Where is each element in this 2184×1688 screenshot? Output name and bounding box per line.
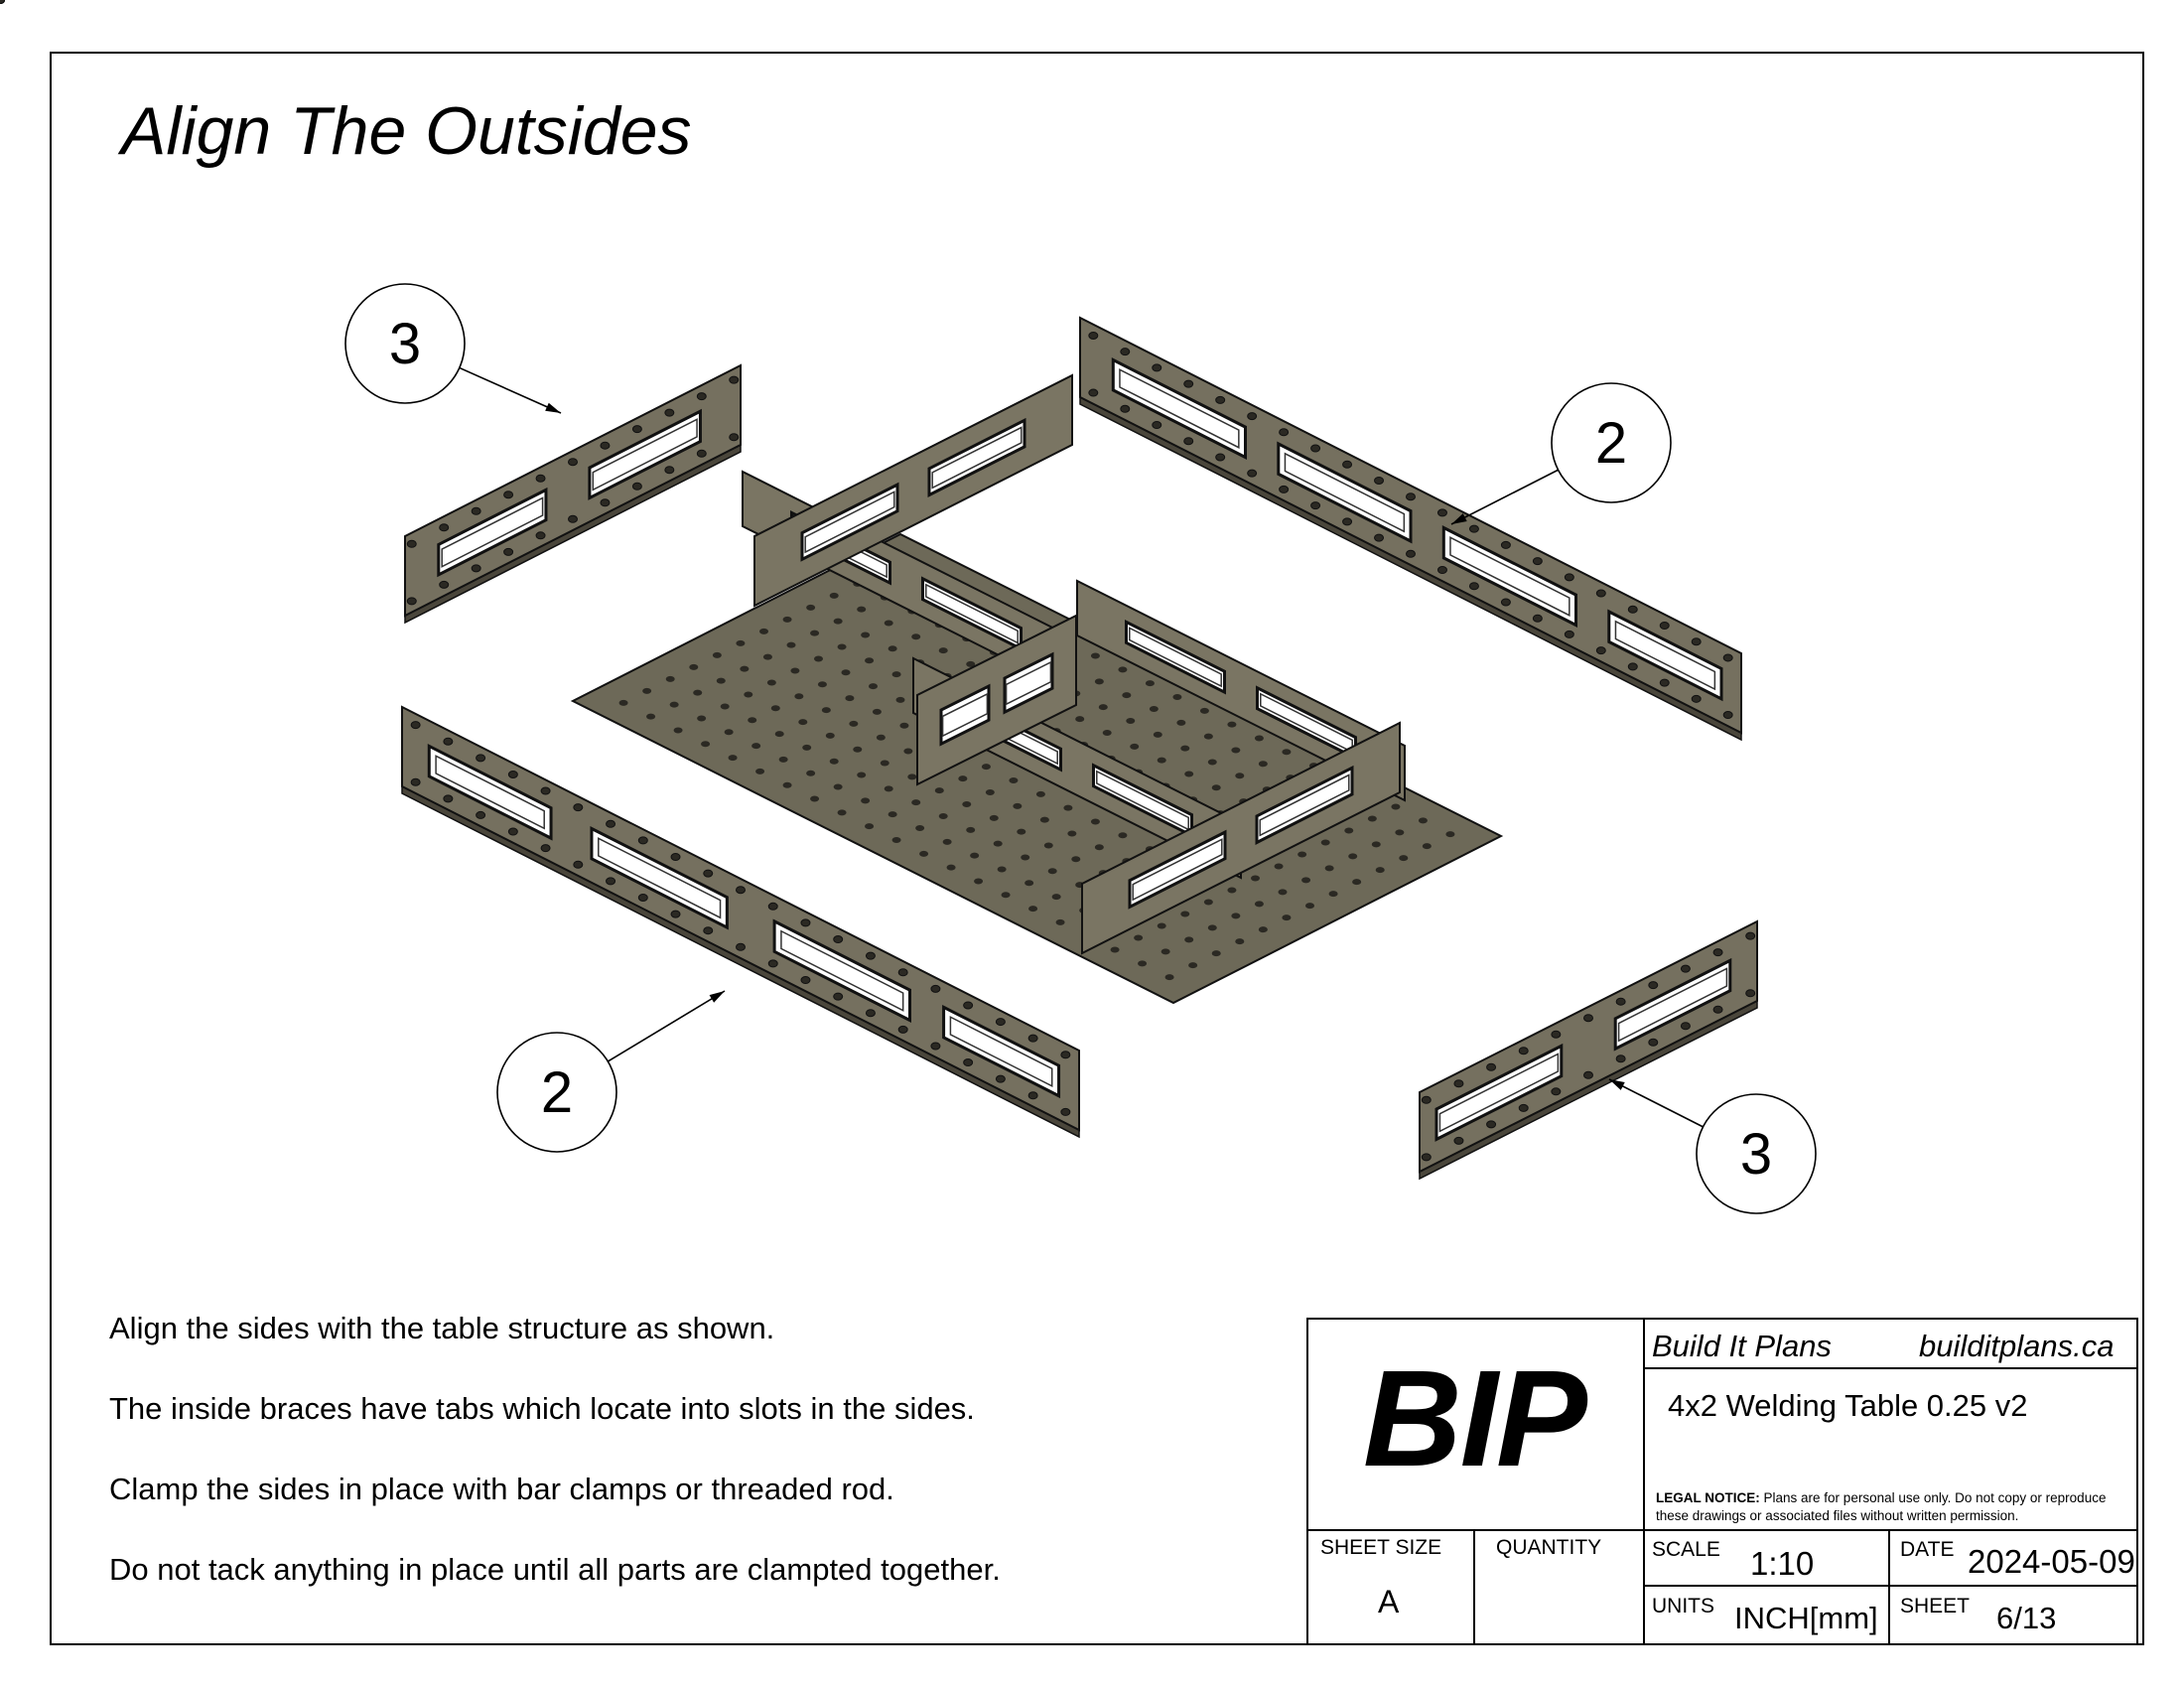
leader-arrowhead (545, 402, 561, 413)
website: builditplans.ca (1919, 1329, 2115, 1363)
inner-brace (0, 0, 1401, 955)
title-block-divider (1643, 1318, 1645, 1645)
balloon-circle (344, 283, 466, 404)
leader-line (1608, 1078, 1704, 1128)
legal-notice-label: LEGAL NOTICE: (1656, 1490, 1760, 1505)
side-plate-long-lower (401, 705, 1080, 1139)
note-1: Align the sides with the table structure… (109, 1311, 775, 1345)
balloon-number: 2 (541, 1060, 573, 1125)
quantity-label: QUANTITY (1496, 1536, 1602, 1559)
balloon-number: 3 (1740, 1122, 1772, 1187)
leader-arrowhead (1609, 1079, 1625, 1090)
note-2: The inside braces have tabs which locate… (109, 1391, 975, 1426)
title-block-divider (1306, 1529, 2138, 1531)
leader-line (607, 990, 726, 1062)
bip-logo: BIP (1362, 1342, 1587, 1495)
assembly-notes: Align the sides with the table structure… (109, 1311, 1001, 1632)
sheet-size-value: A (1378, 1584, 1400, 1619)
leader-arrowhead (709, 991, 725, 1003)
note-4: Do not tack anything in place until all … (109, 1552, 1001, 1587)
project-title: 4x2 Welding Table 0.25 v2 (1668, 1388, 2028, 1423)
leader-line (459, 366, 562, 414)
date-label: DATE (1900, 1538, 1955, 1561)
callout-balloon-side-long-upper: 2 (1450, 382, 1672, 525)
balloon-circle (1551, 382, 1672, 503)
leader-line (1450, 469, 1559, 525)
units-label: UNITS (1652, 1595, 1714, 1618)
inner-brace (0, 0, 1073, 608)
title-block-divider (1888, 1529, 1890, 1645)
legal-notice-text: Plans are for personal use only. Do not … (1656, 1490, 2107, 1524)
callout-balloon-side-short-lower: 3 (1608, 1078, 1817, 1214)
balloon-circle (1696, 1093, 1817, 1214)
sheet-size-label: SHEET SIZE (1320, 1536, 1442, 1559)
note-3: Clamp the sides in place with bar clamps… (109, 1472, 894, 1506)
side-plate-short-lower (1419, 919, 1758, 1181)
title-block (1306, 1318, 2138, 1645)
legal-notice: LEGAL NOTICE: Plans are for personal use… (1656, 1489, 2132, 1525)
drawing-border (50, 52, 2144, 1645)
title-block-divider (1473, 1529, 1475, 1645)
side-plate-short-upper (404, 363, 742, 625)
title-block-divider (1643, 1585, 2138, 1587)
company-name: Build It Plans (1652, 1329, 1832, 1363)
inner-brace (0, 0, 1071, 693)
date-value: 2024-05-09 (1968, 1543, 2135, 1580)
leader-arrowhead (1451, 513, 1467, 524)
title-block-divider (1643, 1367, 2138, 1369)
side-plate-long-upper (1079, 316, 1742, 742)
sheet-label: SHEET (1900, 1595, 1971, 1618)
sheet-number: 6/13 (1996, 1601, 2057, 1635)
inner-brace (0, 0, 1077, 786)
inner-brace (0, 0, 1406, 802)
balloon-circle (496, 1032, 617, 1153)
callout-balloon-side-long-lower: 2 (496, 990, 726, 1153)
sheet-title: Align The Outsides (121, 93, 692, 169)
scale-value: 1:10 (1750, 1545, 1815, 1582)
callout-balloon-side-short-upper: 3 (344, 283, 562, 414)
balloon-number: 2 (1595, 411, 1627, 476)
scale-label: SCALE (1652, 1538, 1720, 1561)
balloon-number: 3 (389, 312, 421, 376)
units-value: INCH[mm] (1734, 1601, 1878, 1635)
